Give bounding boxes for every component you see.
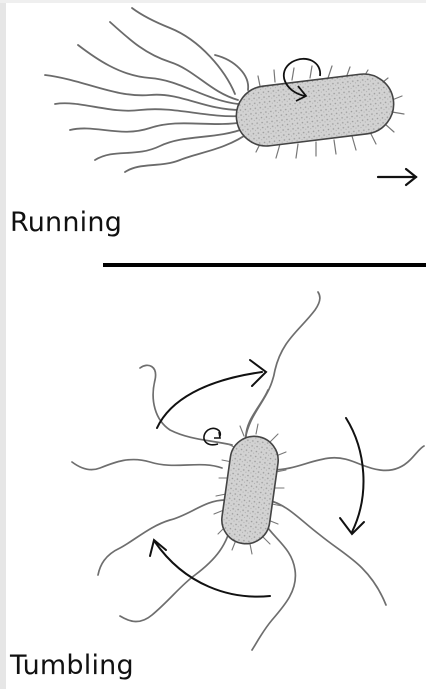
tumbling-label: Tumbling xyxy=(10,652,134,679)
running-label: Running xyxy=(10,209,122,236)
tumbling-cell-body xyxy=(219,433,282,547)
panel-separator xyxy=(103,263,426,267)
tumbling-bacterium xyxy=(72,292,424,650)
tumble-arrow-icon xyxy=(340,418,364,534)
running-bacterium xyxy=(45,8,416,185)
tumble-arrow-icon xyxy=(150,540,270,597)
tumble-arrow-icon xyxy=(157,360,266,428)
running-flagella xyxy=(45,8,250,172)
direction-arrow-icon xyxy=(378,169,416,185)
